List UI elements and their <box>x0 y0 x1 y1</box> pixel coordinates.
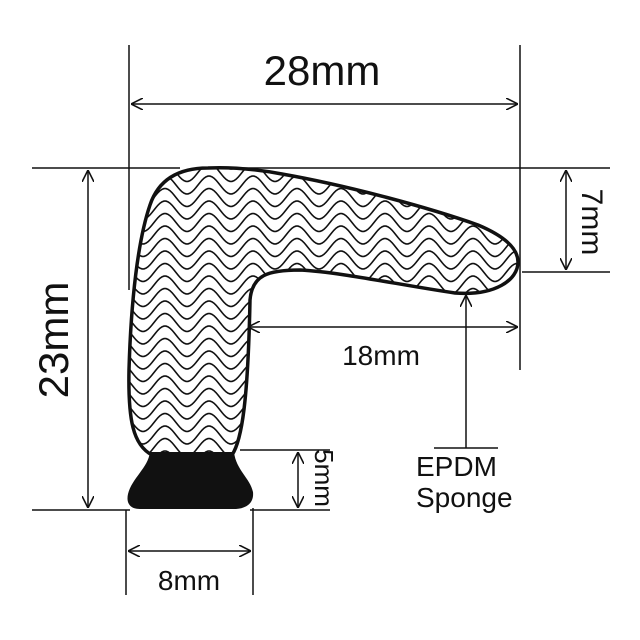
sponge-body <box>127 166 520 457</box>
label-material-line1: EPDM <box>416 451 497 482</box>
material-leader <box>434 296 498 449</box>
label-inner-width: 18mm <box>342 340 420 371</box>
solid-base <box>127 452 254 509</box>
extension-lines <box>32 45 610 595</box>
label-material-line2: Sponge <box>416 482 513 513</box>
label-left-height: 23mm <box>30 282 77 399</box>
label-base-width: 8mm <box>158 565 220 596</box>
hatch-wave-line <box>128 167 519 170</box>
hatch-wave-line <box>128 250 519 270</box>
label-base-height: 5mm <box>309 449 339 507</box>
hatch-wave-line <box>128 212 519 233</box>
label-top-width: 28mm <box>264 47 381 94</box>
hatch-wave-line <box>128 237 519 258</box>
hatch-wave-line <box>128 225 519 245</box>
dimension-lines <box>88 104 566 551</box>
label-right-height: 7mm <box>575 189 608 256</box>
